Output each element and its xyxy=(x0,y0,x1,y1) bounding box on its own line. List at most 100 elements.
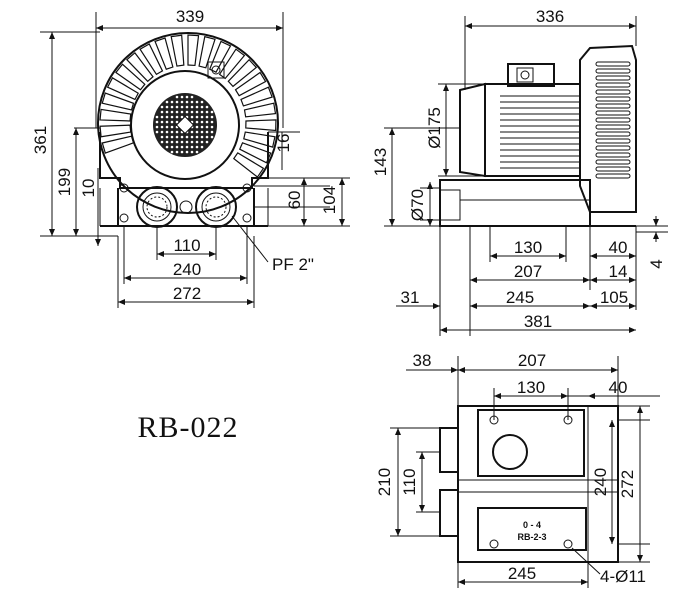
fin xyxy=(115,63,146,91)
housing-fin xyxy=(595,117,631,123)
dim-339: 339 xyxy=(176,7,204,26)
housing-fin xyxy=(595,89,631,95)
grille-hole xyxy=(185,140,189,144)
housing-fin xyxy=(595,61,631,67)
dim-40-side: 40 xyxy=(609,238,628,257)
grille-hole xyxy=(160,130,164,134)
grille-hole xyxy=(170,125,174,129)
grille-hole xyxy=(195,130,199,134)
dim-272-base: 272 xyxy=(618,470,637,498)
fin xyxy=(99,124,132,138)
grille-hole xyxy=(210,135,214,139)
grille-hole xyxy=(165,100,169,104)
grille-hole xyxy=(180,140,184,144)
grille-hole xyxy=(210,115,214,119)
grille-hole xyxy=(180,135,184,139)
grille-hole xyxy=(200,105,204,109)
grille-hole xyxy=(180,150,184,154)
grille-hole xyxy=(200,115,204,119)
dim-207-side: 207 xyxy=(514,262,542,281)
outlet-port xyxy=(195,186,237,228)
grille-hole xyxy=(155,125,159,129)
grille-hole xyxy=(185,100,189,104)
grille-hole xyxy=(210,120,214,124)
fin xyxy=(125,51,154,83)
grille-hole xyxy=(185,150,189,154)
fin xyxy=(101,135,135,154)
fin xyxy=(187,34,200,67)
grille-hole xyxy=(205,140,209,144)
grille-hole xyxy=(180,95,184,99)
grille-hole xyxy=(180,110,184,114)
mount-hole xyxy=(119,183,129,193)
base-frame xyxy=(117,188,255,227)
grille-hole xyxy=(205,130,209,134)
housing-fin xyxy=(595,131,631,137)
grille-hole xyxy=(165,120,169,124)
grille-hole xyxy=(185,145,189,149)
dim-272: 272 xyxy=(173,284,201,303)
dim-104: 104 xyxy=(320,186,339,214)
grille-hole xyxy=(195,105,199,109)
nameplate-line1: 0 - 4 xyxy=(523,520,541,530)
grille-hole xyxy=(205,125,209,129)
terminal-box xyxy=(207,61,225,79)
dim-207-base: 207 xyxy=(518,351,546,370)
fin xyxy=(154,37,174,70)
port-flange xyxy=(439,189,461,221)
grille-hole xyxy=(205,110,209,114)
housing-fin xyxy=(595,159,631,165)
grille-hole xyxy=(175,95,179,99)
nameplate xyxy=(477,507,587,551)
grille-hole xyxy=(200,145,204,149)
grille-hole xyxy=(190,150,194,154)
housing-fin xyxy=(595,96,631,102)
grille-hole xyxy=(175,110,179,114)
housing-fin xyxy=(595,68,631,74)
holes-callout: 4-Ø11 xyxy=(600,567,646,586)
fin xyxy=(234,71,267,97)
grille-hole xyxy=(190,105,194,109)
housing-fin xyxy=(595,173,631,179)
grille-hole xyxy=(180,145,184,149)
shaft-center xyxy=(175,115,195,135)
grille-hole xyxy=(190,145,194,149)
grille-hole xyxy=(180,115,184,119)
dim-110: 110 xyxy=(173,236,200,255)
grille-hole xyxy=(165,110,169,114)
motor-fins xyxy=(500,95,580,169)
grille-hole xyxy=(160,120,164,124)
dim-245-base: 245 xyxy=(508,564,536,583)
port-stub-upper xyxy=(439,427,459,473)
grille-hole xyxy=(210,125,214,129)
grille-hole xyxy=(195,125,199,129)
dim-361: 361 xyxy=(31,126,50,154)
dim-4: 4 xyxy=(647,259,666,268)
grille-hole xyxy=(170,150,174,154)
base-plate-outline xyxy=(457,405,619,563)
dim-336: 336 xyxy=(536,7,564,26)
port-thread-label: PF 2" xyxy=(272,255,314,274)
housing-fin xyxy=(595,124,631,130)
grille-hole xyxy=(165,105,169,109)
fin xyxy=(106,76,140,101)
model-title: RB-022 xyxy=(137,411,238,444)
grille-hole xyxy=(165,135,169,139)
grille-hole xyxy=(155,130,159,134)
grille-hole xyxy=(190,110,194,114)
grille-hole xyxy=(190,135,194,139)
upper-mount-pad xyxy=(477,409,585,477)
dim-240: 240 xyxy=(173,260,201,279)
housing-fin xyxy=(595,152,631,158)
grille-hole xyxy=(155,120,159,124)
grille-hole xyxy=(200,140,204,144)
nameplate-line2: RB-2-3 xyxy=(517,532,546,542)
grille-hole xyxy=(195,100,199,104)
fin xyxy=(240,86,273,107)
grille-hole xyxy=(175,120,179,124)
dim-240-base: 240 xyxy=(591,468,610,496)
grille-hole xyxy=(205,105,209,109)
terminal-bolt xyxy=(211,65,221,75)
grille-hole xyxy=(195,135,199,139)
grille-hole xyxy=(160,110,164,114)
